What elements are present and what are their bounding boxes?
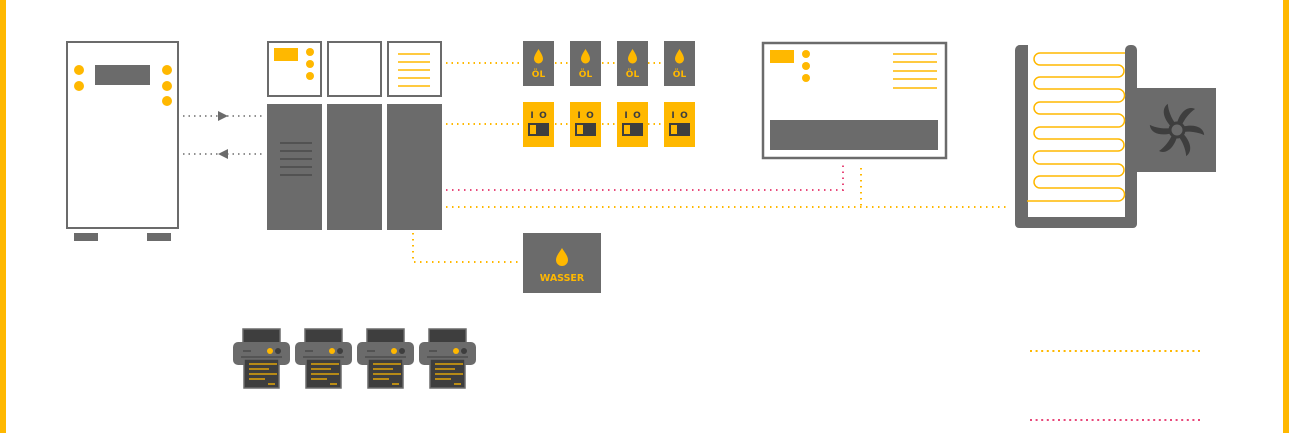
oil-sensor[interactable]: ÖL xyxy=(523,41,554,86)
water-label: WASSER xyxy=(540,273,585,284)
oil-label: ÖL xyxy=(532,69,546,80)
switch-on-label: I xyxy=(530,111,533,121)
vent-lines xyxy=(280,142,312,176)
indicator-light xyxy=(162,96,172,106)
printer-icon[interactable] xyxy=(295,328,352,389)
indicator-light xyxy=(74,81,84,91)
switch-off-label: O xyxy=(586,111,594,121)
oil-drop-icon xyxy=(534,49,543,64)
printer-icon[interactable] xyxy=(419,328,476,389)
oil-drop-icon xyxy=(628,49,637,64)
blank-panel xyxy=(327,41,382,97)
water-drop-icon xyxy=(556,248,568,266)
oil-sensor[interactable]: ÖL xyxy=(664,41,695,86)
oil-drop-icon xyxy=(675,49,684,64)
fan-icon xyxy=(1149,103,1205,157)
legend xyxy=(1030,350,1200,421)
arrow-right-icon xyxy=(218,111,228,121)
oil-label: ÖL xyxy=(673,69,687,80)
arrow-left-icon xyxy=(218,149,228,159)
switch-knob xyxy=(624,125,630,134)
log-lines xyxy=(398,53,430,87)
oil-label: ÖL xyxy=(579,69,593,80)
water-sensor[interactable]: WASSER xyxy=(523,233,601,293)
cabinet-foot xyxy=(74,233,98,241)
switch-off-label: O xyxy=(680,111,688,121)
log-panel xyxy=(387,41,442,97)
cabinet-display xyxy=(95,65,150,85)
cooling-coil xyxy=(1027,52,1126,202)
indicator-light xyxy=(162,81,172,91)
cooler-left-wall xyxy=(1015,45,1027,227)
pink-signal-line xyxy=(446,163,844,191)
oil-drop-icon xyxy=(581,49,590,64)
indicator-light xyxy=(306,72,314,80)
compressor-unit-2 xyxy=(327,104,382,230)
monitor-log-lines xyxy=(893,53,937,89)
indicator-light xyxy=(802,74,810,82)
compressor-rack[interactable] xyxy=(267,41,442,230)
switch-on-label: I xyxy=(577,111,580,121)
printer-icon[interactable] xyxy=(233,328,290,389)
monitor-display-block xyxy=(770,50,794,63)
switch-off-label: O xyxy=(633,111,641,121)
left-accent-bar xyxy=(0,0,6,433)
switch-knob xyxy=(530,125,536,134)
monitor-status-bar xyxy=(770,120,938,150)
switch-knob xyxy=(671,125,677,134)
fan-housing xyxy=(1137,88,1216,172)
switch-off-label: O xyxy=(539,111,547,121)
indicator-light xyxy=(162,65,172,75)
cooler-base xyxy=(1015,217,1137,228)
panel-display xyxy=(274,48,298,61)
compressor-unit-3 xyxy=(387,104,442,230)
cooler-unit[interactable] xyxy=(1015,45,1216,228)
oil-label: ÖL xyxy=(626,69,640,80)
switch-on-label: I xyxy=(671,111,674,121)
oil-sensor[interactable]: ÖL xyxy=(570,41,601,86)
oil-sensor[interactable]: ÖL xyxy=(617,41,648,86)
yellow-signal-line xyxy=(446,168,1008,208)
indicator-light xyxy=(802,50,810,58)
indicator-light xyxy=(802,62,810,70)
right-accent-bar xyxy=(1283,0,1289,433)
controller-cabinet[interactable] xyxy=(66,41,179,241)
cooler-right-wall xyxy=(1125,45,1137,227)
switch-knob xyxy=(577,125,583,134)
indicator-light xyxy=(74,65,84,75)
indicator-light xyxy=(306,60,314,68)
water-line xyxy=(412,233,519,263)
printer-icon[interactable] xyxy=(357,328,414,389)
cabinet-foot xyxy=(147,233,171,241)
data-link-arrows xyxy=(183,111,262,159)
switch-on-label: I xyxy=(624,111,627,121)
indicator-light xyxy=(306,48,314,56)
monitoring-display[interactable] xyxy=(761,41,948,160)
